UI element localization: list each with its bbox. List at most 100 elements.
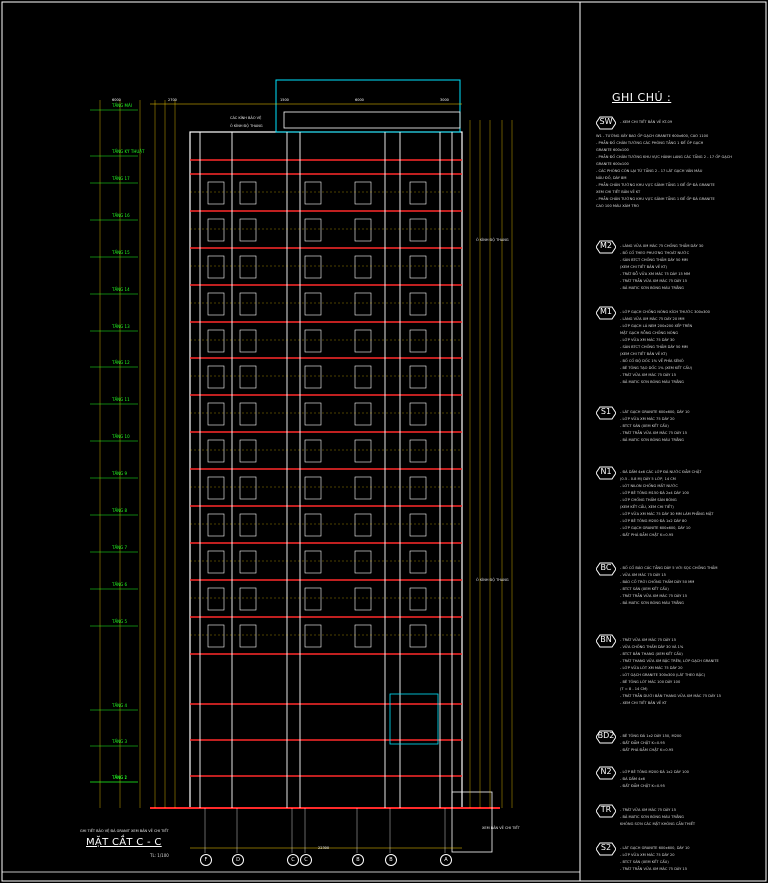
note-line: - SÀN BTCT CHỐNG THẤM DÀY 50 MM <box>620 345 688 349</box>
note-line: - LỚP GẠCH LÁ NEM 200x200 XẾP TRÊN <box>620 324 693 328</box>
note-line: - LỚP BÊ TÔNG M150 ĐÁ 2x4 DÀY 100 <box>620 491 689 495</box>
level-label: TẦNG 16 <box>112 213 130 218</box>
window <box>409 329 427 353</box>
window <box>207 476 225 500</box>
note-line: W1 - TƯỜNG XÂY BAO ỐP GẠCH GRANITE 600x6… <box>596 134 709 138</box>
grid-axis-bubble: F <box>200 854 212 866</box>
note-line: XEM CHI TIẾT BẢN VẼ KT <box>596 190 641 194</box>
window <box>239 513 257 537</box>
window <box>304 402 322 426</box>
dim-top-4: 6000 <box>355 98 364 102</box>
window <box>304 476 322 500</box>
level-label: TẦNG 14 <box>112 287 130 292</box>
level-label: TẦNG 10 <box>112 434 130 439</box>
note-lines: - BỐ CỐ BÁO CÁC TẦNG DÀY 5 VỚI SỌC CHỐNG… <box>620 565 768 607</box>
window <box>409 587 427 611</box>
note-line: - SÀN BTCT CHỐNG THẤM DÀY 50 MM <box>620 258 688 262</box>
window <box>304 218 322 242</box>
note-line: - LÁT GẠCH GRANITE 600x600, DÀY 10 <box>620 410 690 414</box>
note-line: - LỚP VỮA XM MÁC 75 DÀY 20 <box>620 417 675 421</box>
note-tag: S2 <box>596 842 616 856</box>
dim-top-2: 2700 <box>168 98 177 102</box>
window <box>304 181 322 205</box>
level-label: TẦNG 17 <box>112 176 130 181</box>
note-line: - LỚP VỮA XM MÁC 75 DÀY 20 <box>620 853 675 857</box>
window <box>304 624 322 648</box>
note-tag: M1 <box>596 306 616 320</box>
window <box>354 587 372 611</box>
roof-tank <box>283 111 461 129</box>
window <box>239 550 257 574</box>
grid-axis-bubble: C <box>287 854 299 866</box>
note-line: (XEM KẾT CẤU, XEM CHI TIẾT) <box>620 505 674 509</box>
window <box>304 329 322 353</box>
note-line: - PHẦN ĐỐ CHÂN TƯỜNG KHU VỰC HÀNH LANG C… <box>596 155 732 159</box>
window <box>409 255 427 279</box>
window <box>239 587 257 611</box>
note-line: - LÁT GẠCH GRANITE 600x600, DÀY 10 <box>620 846 690 850</box>
note-line: - PHẦN ĐỐ CHÂN TƯỜNG CÁC PHÒNG TẦNG 1 ĐẾ… <box>596 141 704 145</box>
note-line: - PHẦN CHÂN TƯỜNG KHU VỰC SẢNH TẦNG 1 ĐẾ… <box>596 197 715 201</box>
level-label: TẦNG 6 <box>112 582 128 587</box>
dim-top-3: 1500 <box>280 98 289 102</box>
note-line: GRANITE 600x100 <box>596 148 629 152</box>
callout-bottom-left: GHI TIẾT BẢO VỆ ĐÁ GRANIT XEM BẢN VẼ CHI… <box>80 829 169 833</box>
note-line: (XEM CHI TIẾT BẢN VẼ KT) <box>620 352 667 356</box>
note-line: - XEM CHI TIẾT BẢN VẼ KT-09 <box>620 120 673 124</box>
window <box>409 218 427 242</box>
grid-axis-bubble: D <box>232 854 244 866</box>
window <box>239 365 257 389</box>
window <box>207 365 225 389</box>
callout-roof: CÁC KÍNH BẢO VỆ <box>230 116 262 120</box>
grid-axis-bubble: A <box>440 854 452 866</box>
window <box>239 292 257 316</box>
window <box>354 365 372 389</box>
dim-top-5: 3000 <box>440 98 449 102</box>
window <box>409 365 427 389</box>
grid-axis-bubble: C <box>300 854 312 866</box>
window <box>409 624 427 648</box>
window <box>207 550 225 574</box>
note-line: - CÁC PHÒNG CÒN LẠI TỪ TẦNG 2 - 17 LÁT G… <box>596 169 703 173</box>
window <box>304 550 322 574</box>
note-line: - LÁNG VỮA XM MÁC 75 DÀY 20 MM <box>620 317 685 321</box>
roof-structure <box>275 79 461 133</box>
note-line: - BẢ MATIC SƠN BÓNG MÀU TRẮNG <box>620 286 684 290</box>
level-label: TẦNG 11 <box>112 397 130 402</box>
note-line: - BÊ TÔNG TẠO DỐC 1% (XEM KẾT CẤU) <box>620 366 693 370</box>
pit-detail <box>451 791 493 853</box>
note-line: - TRÁT TRẦN VỮA XM MÁC 75 DÀY 15 <box>620 431 687 435</box>
note-lines: W1 - TƯỜNG XÂY BAO ỐP GẠCH GRANITE 600x6… <box>596 133 744 210</box>
window <box>409 513 427 537</box>
callout-right-2: Ô KÍNH ĐỘ THANG <box>476 578 509 582</box>
note-line: - BTCT SÀN (XEM KẾT CẤU) <box>620 587 669 591</box>
note-line: KHÔNG SƠN CÁC MẶT KHÔNG CẦN THIẾT <box>620 822 696 826</box>
note-line: - BỐ CỐ BÁO CÁC TẦNG DÀY 5 VỚI SỌC CHỐNG… <box>620 566 718 570</box>
note-tag: SW <box>596 116 616 130</box>
note-line: - BTCT SÀN (XEM KẾT CẤU) <box>620 424 669 428</box>
window <box>304 292 322 316</box>
note-line: - LỚP VỮA XM MÁC 75 DÀY 30 <box>620 338 675 342</box>
note-tag: N2 <box>596 766 616 780</box>
note-line: - BÊ TÔNG ĐÁ 1x2 DÀY 150, M200 <box>620 734 682 738</box>
level-label: TẦNG 13 <box>112 324 130 329</box>
note-line: - LỚP GẠCH CHỐNG NÓNG KÍCH THƯỚC 300x300 <box>620 310 710 314</box>
window <box>354 624 372 648</box>
note-line: MẶT GẠCH RỖNG CHỐNG NÓNG <box>620 331 679 335</box>
note-tag: TR <box>596 804 616 818</box>
window <box>239 255 257 279</box>
note-line: - TRÁT TRẦN VỮA XM MÁC 75 DÀY 15 <box>620 279 687 283</box>
window <box>354 329 372 353</box>
window <box>354 476 372 500</box>
note-line: CAO 100 MÀU XÁM TRO <box>596 204 639 208</box>
note-line: (T = 8 - 14 CM) <box>620 687 648 691</box>
note-line: GRANITE 600x100 <box>596 162 629 166</box>
note-line: NÂU ĐỎ, DÀY 8M <box>596 176 627 180</box>
note-line: - BTCT BẢN THANG (XEM KẾT CẤU) <box>620 652 683 656</box>
note-line: (XEM CHI TIẾT BẢN VẼ KT) <box>620 265 667 269</box>
grid-axis-bubble: B <box>352 854 364 866</box>
window <box>239 439 257 463</box>
